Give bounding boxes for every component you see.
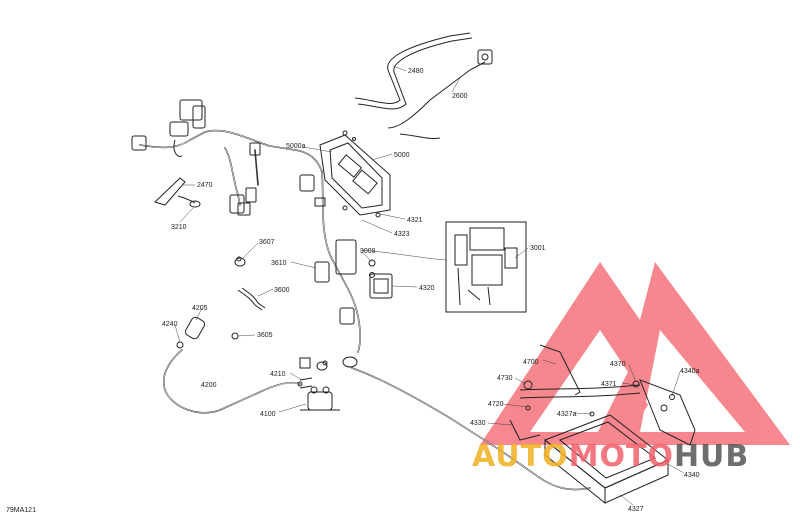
detail-inset-3001 [445, 221, 527, 313]
wire-2480 [354, 32, 473, 110]
callout-4340a: 4340a [680, 368, 700, 375]
callout-4370: 4370 [610, 361, 626, 368]
callout-labels: 2480 2600 5000a 5000 2470 3210 4321 4323… [162, 68, 700, 513]
ground-cable-3600 [231, 257, 266, 340]
battery-box-4327 [544, 414, 669, 505]
callout-4205: 4205 [192, 305, 208, 312]
fuse-block-4320 [314, 239, 393, 371]
callout-4240: 4240 [162, 321, 178, 328]
callout-3001: 3001 [530, 245, 546, 252]
callout-4323: 4323 [394, 231, 410, 238]
callout-2470: 2470 [197, 182, 213, 189]
callout-3600: 3600 [274, 287, 290, 294]
callout-4340: 4340 [684, 472, 700, 479]
callout-2480: 2480 [408, 68, 424, 75]
callout-3610: 3610 [271, 260, 287, 267]
callout-3008: 3008 [360, 248, 376, 255]
cable-2470 [154, 177, 201, 208]
cable-4330 [351, 367, 591, 491]
solenoid-4100 [299, 357, 340, 411]
callout-4321: 4321 [407, 217, 423, 224]
ecm-module-5000 [299, 130, 391, 218]
watermark-moto: MOTO [569, 439, 674, 474]
callout-4730: 4730 [497, 375, 513, 382]
bracket-4340 [509, 344, 696, 446]
watermark-wordmark: AUTOMOTOHUB [472, 439, 749, 474]
callout-4330: 4330 [470, 420, 486, 427]
main-harness [131, 99, 361, 353]
callout-4100: 4100 [260, 411, 276, 418]
watermark-auto: AUTO [472, 439, 569, 474]
callout-5000: 5000 [394, 152, 410, 159]
callout-5000a: 5000a [286, 143, 306, 150]
fasteners [236, 137, 356, 387]
callout-3605: 3605 [257, 332, 273, 339]
callout-4210: 4210 [270, 371, 286, 378]
callout-4720: 4720 [488, 401, 504, 408]
callout-4371: 4371 [601, 381, 617, 388]
callout-3607: 3607 [259, 239, 275, 246]
callout-4327: 4327 [628, 506, 644, 513]
callout-4700: 4700 [523, 359, 539, 366]
callout-4327a: 4327a [557, 411, 577, 418]
svg-text:AUTOMOTOHUB: AUTOMOTOHUB [472, 439, 749, 474]
battery-cable-4200 [163, 316, 313, 414]
leader-lines [174, 65, 685, 506]
reference-code: 79MA121 [6, 507, 36, 514]
callout-2600: 2600 [452, 93, 468, 100]
callout-3210: 3210 [171, 224, 187, 231]
callout-4200: 4200 [201, 382, 217, 389]
wire-2600 [387, 49, 493, 139]
watermark-hub: HUB [674, 439, 749, 474]
callout-4320: 4320 [419, 285, 435, 292]
